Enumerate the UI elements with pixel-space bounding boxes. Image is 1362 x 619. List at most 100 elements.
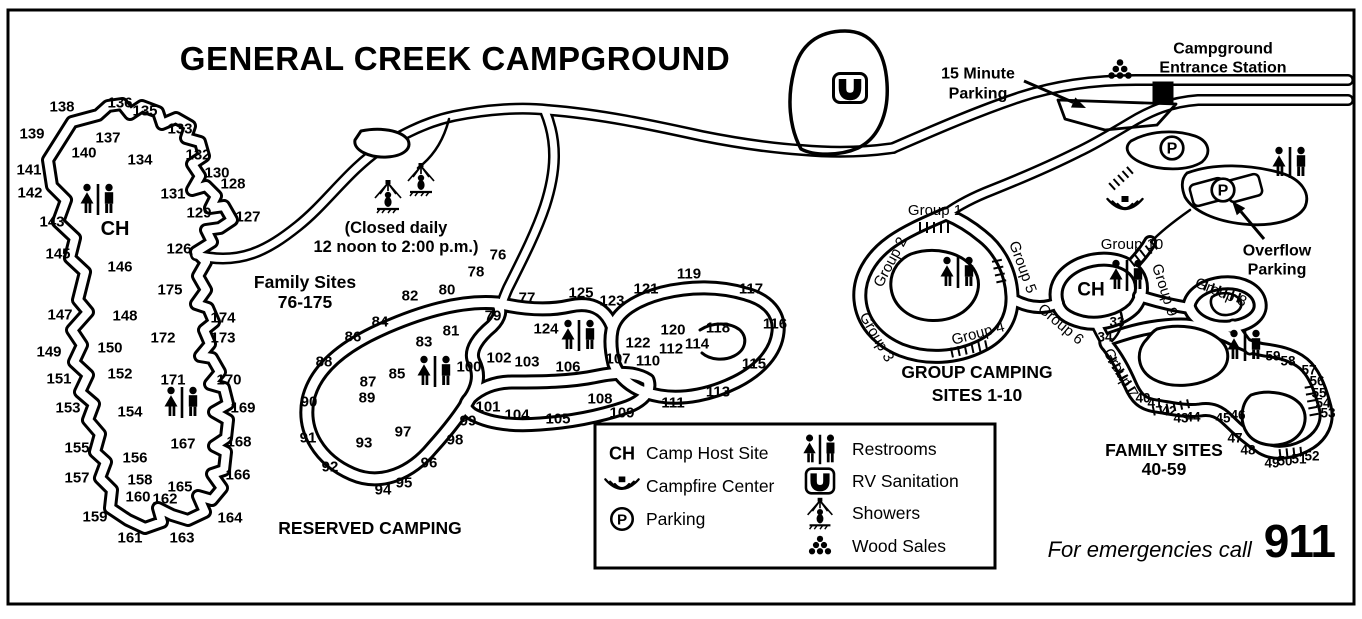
site-number-48: 48	[1240, 443, 1256, 458]
site-number-121: 121	[633, 280, 658, 297]
site-number-99: 99	[460, 412, 477, 429]
site-number-117: 117	[739, 280, 763, 297]
legend-item-restrooms: Restrooms	[803, 434, 937, 465]
svg-text:P: P	[1167, 141, 1178, 158]
site-ticks	[1151, 399, 1190, 416]
site-number-104: 104	[504, 406, 530, 423]
site-number-140: 140	[71, 144, 96, 161]
site-number-132: 132	[185, 146, 210, 163]
site-number-116: 116	[763, 315, 787, 332]
site-ticks	[1107, 356, 1136, 393]
site-number-95: 95	[396, 474, 413, 491]
site-number-98: 98	[447, 431, 464, 448]
islands-layer	[353, 29, 1308, 447]
svg-text:SITES 1-10: SITES 1-10	[932, 385, 1023, 405]
restrooms-icon	[1109, 259, 1143, 291]
arrow-to-overflow-parking	[1232, 201, 1266, 240]
site-number-47: 47	[1227, 431, 1242, 446]
svg-text:(Closed daily: (Closed daily	[345, 219, 449, 237]
site-number-166: 166	[225, 466, 250, 483]
site-number-159: 159	[82, 508, 107, 525]
site-number-141: 141	[16, 161, 41, 178]
site-number-126: 126	[166, 240, 191, 257]
woodsales-icon	[1108, 59, 1132, 79]
restrooms-icon	[561, 319, 595, 351]
site-number-129: 129	[186, 204, 211, 221]
showers-icon	[807, 497, 833, 530]
showers-icon	[374, 180, 402, 214]
site-number-143: 143	[39, 213, 64, 230]
site-number-107: 107	[605, 350, 630, 367]
site-number-88: 88	[316, 353, 333, 370]
site-number-147: 147	[47, 306, 72, 323]
site-number-54: 54	[1315, 396, 1331, 411]
site-number-158: 158	[127, 471, 152, 488]
site-number-154: 154	[117, 403, 143, 420]
svg-text:Overflow: Overflow	[1243, 243, 1312, 260]
rv-icon	[804, 467, 836, 495]
restrooms-icon	[80, 183, 114, 215]
site-number-128: 128	[220, 175, 245, 192]
restrooms-icon	[940, 256, 974, 288]
emergency-text: For emergencies call	[1047, 537, 1252, 562]
site-ticks	[949, 340, 989, 358]
site-number-91: 91	[300, 429, 317, 446]
site-number-106: 106	[555, 358, 580, 375]
site-number-78: 78	[468, 263, 485, 280]
site-number-56: 56	[1309, 374, 1325, 389]
site-number-130: 130	[204, 164, 229, 181]
site-number-41: 41	[1147, 396, 1163, 411]
site-number-115: 115	[742, 355, 766, 372]
svg-text:CH: CH	[1077, 280, 1104, 301]
site-number-100: 100	[456, 358, 481, 375]
site-number-77: 77	[519, 289, 536, 306]
parking-icon: P	[609, 506, 635, 532]
svg-text:12 noon to 2:00 p.m.): 12 noon to 2:00 p.m.)	[313, 238, 478, 256]
site-number-52: 52	[1304, 449, 1319, 464]
svg-text:Campground: Campground	[1173, 41, 1273, 58]
site-number-152: 152	[107, 365, 132, 382]
site-ticks	[919, 222, 949, 233]
site-numbers-layer: 1261271281291301311321331341351361371381…	[16, 94, 1336, 546]
site-number-134: 134	[127, 151, 153, 168]
site-number-156: 156	[122, 449, 147, 466]
site-number-45: 45	[1215, 411, 1231, 426]
site-number-76: 76	[490, 246, 507, 263]
site-number-46: 46	[1230, 408, 1246, 423]
site-number-163: 163	[169, 529, 194, 546]
restrooms-icon	[417, 355, 451, 387]
legend-item-rv: RV Sanitation	[804, 467, 959, 495]
site-number-82: 82	[402, 287, 419, 304]
svg-text:76-175: 76-175	[278, 292, 333, 312]
site-number-34: 34	[1097, 330, 1113, 345]
restrooms-icon	[164, 386, 198, 418]
svg-text:RESERVED CAMPING: RESERVED CAMPING	[278, 518, 461, 538]
site-number-151: 151	[46, 370, 71, 387]
site-number-113: 113	[706, 383, 730, 400]
site-number-94: 94	[375, 481, 392, 498]
group-site-label: Group 1	[908, 202, 962, 219]
restrooms-icon	[1227, 329, 1261, 361]
site-number-138: 138	[49, 98, 74, 115]
site-number-120: 120	[660, 321, 685, 338]
svg-text:Parking: Parking	[949, 86, 1008, 103]
site-number-153: 153	[55, 399, 80, 416]
site-number-148: 148	[112, 307, 137, 324]
site-number-51: 51	[1291, 452, 1307, 467]
site-number-133: 133	[167, 120, 192, 137]
site-number-87: 87	[360, 373, 377, 390]
site-number-89: 89	[359, 389, 376, 406]
site-number-157: 157	[64, 469, 89, 486]
site-number-139: 139	[19, 125, 44, 142]
site-number-118: 118	[706, 319, 730, 336]
site-number-112: 112	[659, 340, 683, 357]
site-number-173: 173	[210, 329, 235, 346]
site-ticks	[1108, 166, 1134, 191]
site-number-170: 170	[216, 371, 241, 388]
campfire-icon	[1106, 196, 1144, 211]
ch-icon: CH	[1077, 280, 1104, 301]
